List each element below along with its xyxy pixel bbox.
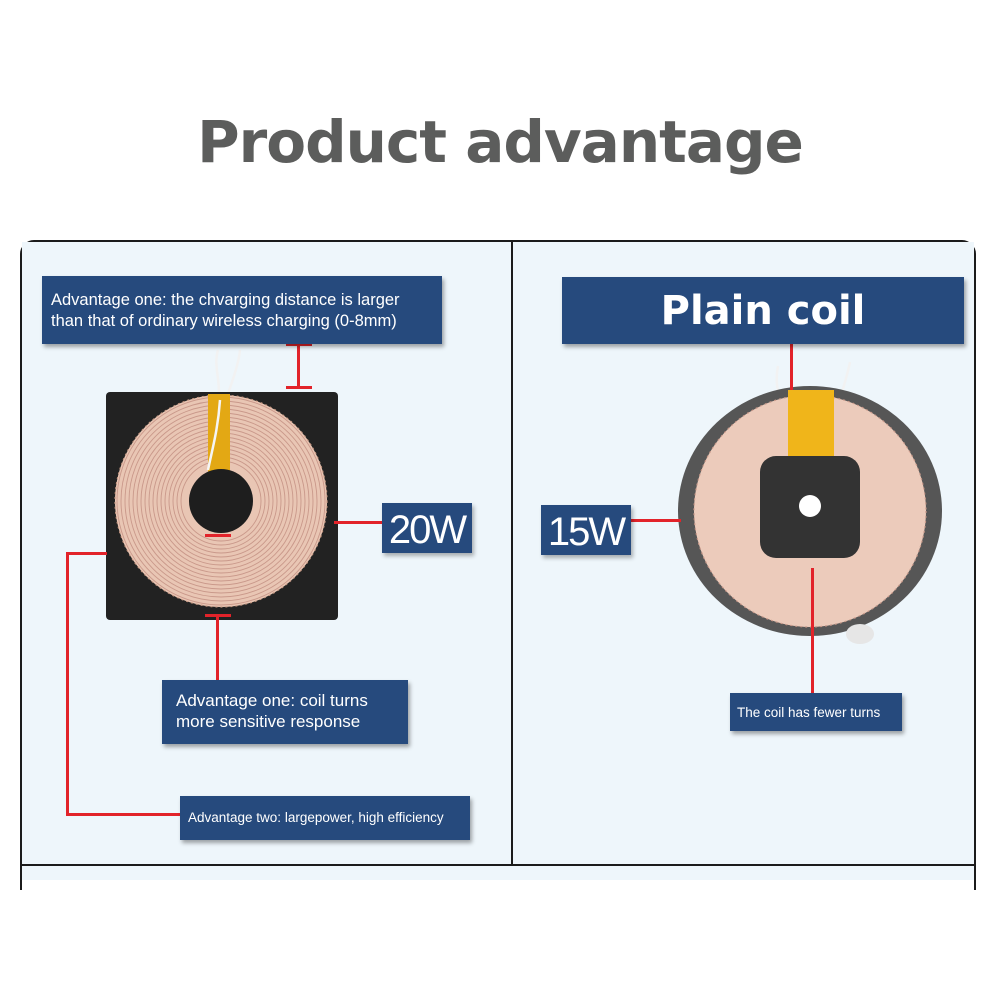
fewer-turns-label: The coil has fewer turns	[730, 693, 902, 731]
watt-20-badge: 20W	[382, 503, 472, 553]
plain-callout-line	[790, 344, 793, 390]
distance-callout-cap-top	[286, 343, 312, 346]
turns-callout-cap	[205, 534, 231, 537]
fewer-callout-line	[811, 568, 814, 693]
power-callout-bottom	[66, 813, 180, 816]
bottom-divider	[22, 864, 976, 866]
plain-coil-heading: Plain coil	[562, 277, 964, 344]
watt-15-badge: 15W	[541, 505, 631, 555]
turns-callout-line	[216, 616, 219, 680]
watt-15-callout-line	[631, 519, 681, 522]
watt-20-callout-line	[334, 521, 382, 524]
power-callout-vertical	[66, 552, 69, 816]
frame-side-left	[20, 864, 22, 890]
page-title: Product advantage	[197, 108, 804, 176]
coil-turns-advantage-label: Advantage one: coil turns more sensitive…	[162, 680, 408, 744]
power-advantage-label: Advantage two: largepower, high efficien…	[180, 796, 470, 840]
distance-callout-line	[297, 344, 300, 388]
square-coil-image	[106, 349, 338, 620]
distance-callout-cap-bottom	[286, 386, 312, 389]
turns-callout-cap-lower	[205, 614, 231, 617]
panel-divider	[511, 242, 513, 864]
distance-advantage-label: Advantage one: the chvarging distance is…	[42, 276, 442, 344]
frame-side-right	[974, 864, 976, 890]
power-callout-top	[67, 552, 107, 555]
round-coil-image	[678, 361, 942, 644]
